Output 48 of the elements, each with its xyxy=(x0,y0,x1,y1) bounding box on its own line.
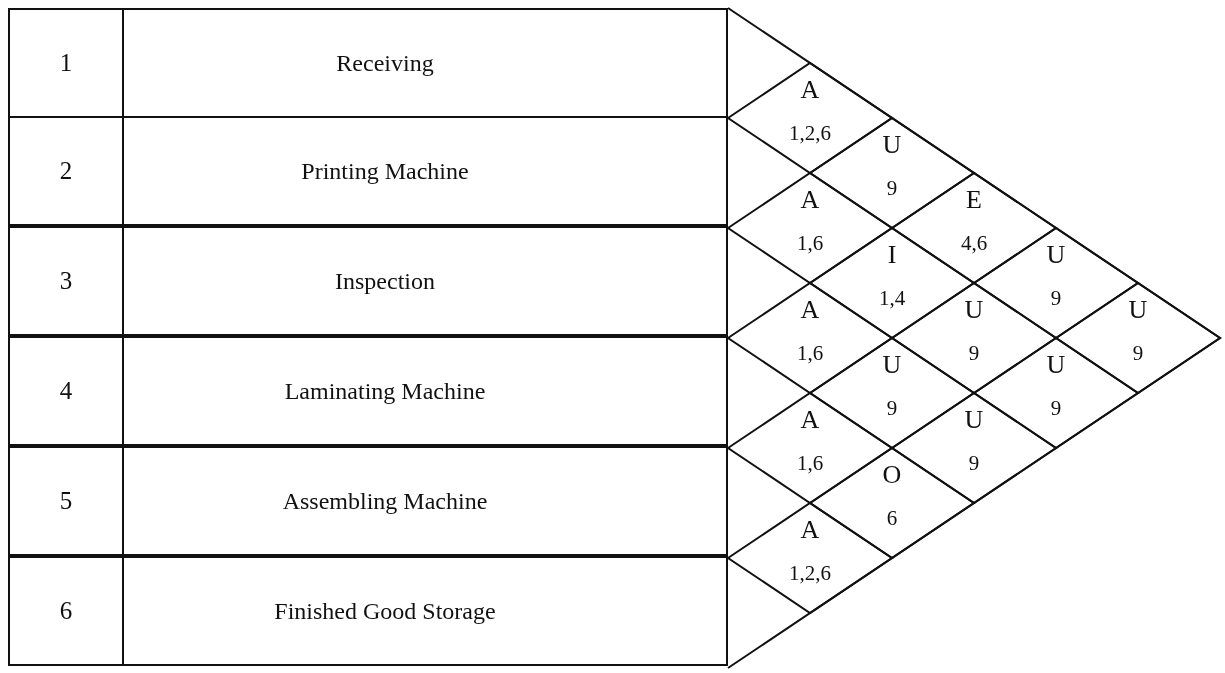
closeness-rating: A xyxy=(800,187,820,213)
reason-code: 1,2,6 xyxy=(789,123,831,144)
reason-code: 9 xyxy=(1132,343,1144,364)
reason-code: 9 xyxy=(968,453,980,474)
table-row xyxy=(8,336,728,446)
table-row xyxy=(8,446,728,556)
row-number: 4 xyxy=(59,377,73,405)
closeness-rating: A xyxy=(800,407,820,433)
closeness-rating: U xyxy=(882,352,902,378)
reason-code: 9 xyxy=(886,178,898,199)
department-name: Receiving xyxy=(336,49,434,77)
reason-code: 9 xyxy=(1050,288,1062,309)
department-name: Laminating Machine xyxy=(284,377,486,405)
table-row xyxy=(8,116,728,226)
table-row xyxy=(8,8,728,118)
table-row xyxy=(8,226,728,336)
reason-code: 9 xyxy=(886,398,898,419)
closeness-rating: U xyxy=(1128,297,1148,323)
reason-code: 1,6 xyxy=(796,233,824,254)
reason-code: 6 xyxy=(886,508,898,529)
row-number: 1 xyxy=(59,49,73,77)
department-name: Finished Good Storage xyxy=(274,597,496,625)
closeness-rating: U xyxy=(964,407,984,433)
closeness-rating: I xyxy=(887,242,897,268)
reason-code: 1,2,6 xyxy=(789,563,831,584)
closeness-rating: E xyxy=(966,187,982,213)
row-number: 2 xyxy=(59,157,73,185)
closeness-rating: A xyxy=(800,297,820,323)
closeness-rating: O xyxy=(882,462,902,488)
closeness-rating: U xyxy=(882,132,902,158)
closeness-rating: U xyxy=(964,297,984,323)
closeness-rating: U xyxy=(1046,242,1066,268)
closeness-rating: A xyxy=(800,517,820,543)
closeness-rating: U xyxy=(1046,352,1066,378)
reason-code: 1,4 xyxy=(878,288,906,309)
reason-code: 9 xyxy=(968,343,980,364)
department-name: Printing Machine xyxy=(301,157,469,185)
row-number: 6 xyxy=(59,597,73,625)
row-number: 3 xyxy=(59,267,73,295)
reason-code: 1,6 xyxy=(796,343,824,364)
department-name: Inspection xyxy=(335,267,435,295)
department-name: Assembling Machine xyxy=(282,487,488,515)
reason-code: 9 xyxy=(1050,398,1062,419)
row-number: 5 xyxy=(59,487,73,515)
closeness-rating: A xyxy=(800,77,820,103)
reason-code: 1,6 xyxy=(796,453,824,474)
reason-code: 4,6 xyxy=(960,233,988,254)
table-row xyxy=(8,556,728,666)
